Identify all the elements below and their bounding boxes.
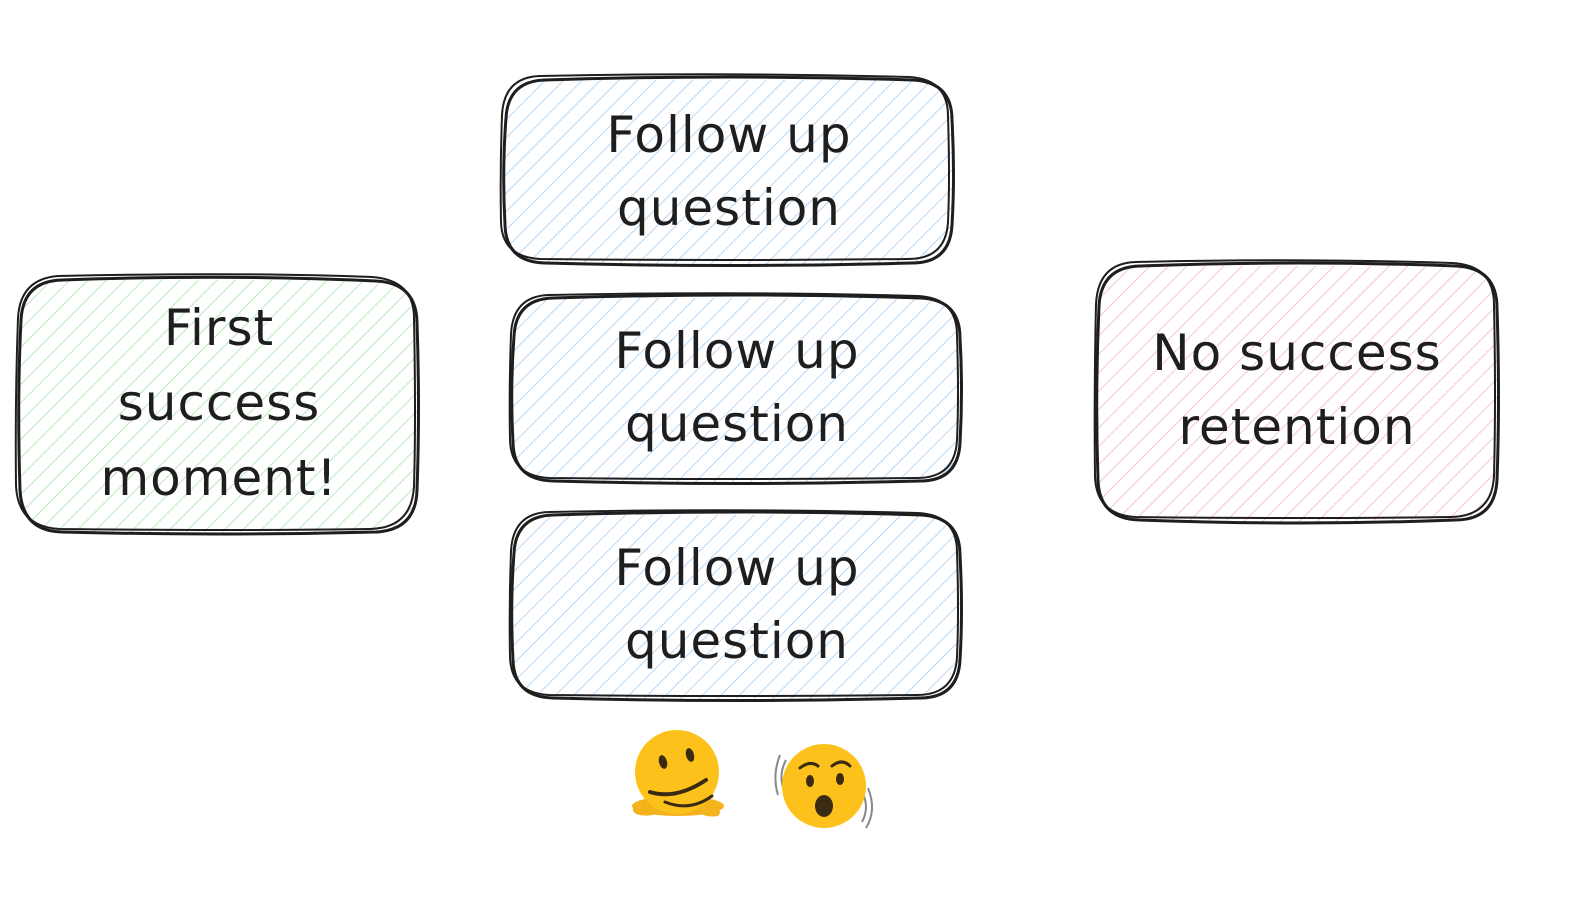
- box-first-success[interactable]: First success moment!: [14, 273, 420, 536]
- box-follow-up-2-line-2: question: [625, 395, 849, 453]
- box-follow-up-2[interactable]: Follow up question: [508, 292, 963, 485]
- box-first-success-line-2: success: [118, 374, 321, 432]
- box-no-success[interactable]: No success retention: [1093, 259, 1500, 525]
- box-follow-up-1[interactable]: Follow up question: [499, 73, 955, 267]
- box-follow-up-2-line-1: Follow up: [614, 322, 859, 380]
- melting-face-icon: [632, 730, 724, 817]
- dizzy-shocked-face-icon: [774, 744, 873, 829]
- box-follow-up-1-line-2: question: [617, 179, 841, 237]
- box-no-success-line-1: No success: [1152, 324, 1441, 382]
- box-follow-up-3[interactable]: Follow up question: [508, 509, 963, 702]
- box-no-success-line-2: retention: [1178, 398, 1415, 456]
- box-follow-up-3-line-2: question: [625, 612, 849, 670]
- box-follow-up-3-line-1: Follow up: [614, 539, 859, 597]
- box-first-success-line-1: First: [164, 299, 274, 357]
- box-first-success-line-3: moment!: [100, 449, 337, 507]
- box-follow-up-1-line-1: Follow up: [606, 106, 851, 164]
